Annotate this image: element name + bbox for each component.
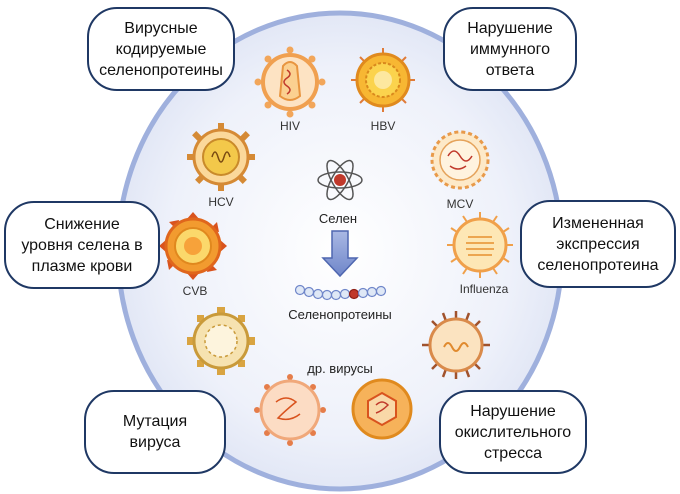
mcv-label: MCV [447,197,474,211]
selenoprotein-chain-icon [294,284,387,301]
selenium-label: Селен [319,211,357,226]
virus-icon-right-lower [422,311,490,379]
callout-immune-disruption: Нарушение иммунного ответа [443,7,577,91]
callout-oxidative-stress: Нарушение окислительного стресса [439,390,587,474]
callout-viral-selenoproteins: Вирусные кодируемые селенопротеины [87,7,235,91]
cvb-label: CVB [183,284,208,298]
hcv-label: HCV [208,195,233,209]
influenza-label: Influenza [460,282,509,296]
virus-icon-left-lower [187,307,255,375]
virus-icon-bottom-right [351,378,413,440]
hiv-virus-icon [254,46,326,118]
cvb-virus-icon [159,212,227,280]
callout-altered-expression: Измененная экспрессия селенопротеина [520,200,676,288]
selenoproteins-label: Селенопротеины [288,307,391,322]
callout-virus-mutation: Мутация вируса [84,390,226,474]
hbv-label: HBV [371,119,396,133]
selenium-atom-icon [317,159,363,201]
hbv-virus-icon [351,48,415,112]
influenza-virus-icon [447,212,513,278]
virus-icon-bottom-left [254,374,326,446]
down-arrow-icon [321,230,359,278]
mcv-virus-icon [430,130,490,190]
callout-selenium-decrease: Снижение уровня селена в плазме крови [4,201,160,289]
other-viruses-label: др. вирусы [307,361,373,376]
hcv-virus-icon [187,123,255,191]
hiv-label: HIV [280,119,300,133]
